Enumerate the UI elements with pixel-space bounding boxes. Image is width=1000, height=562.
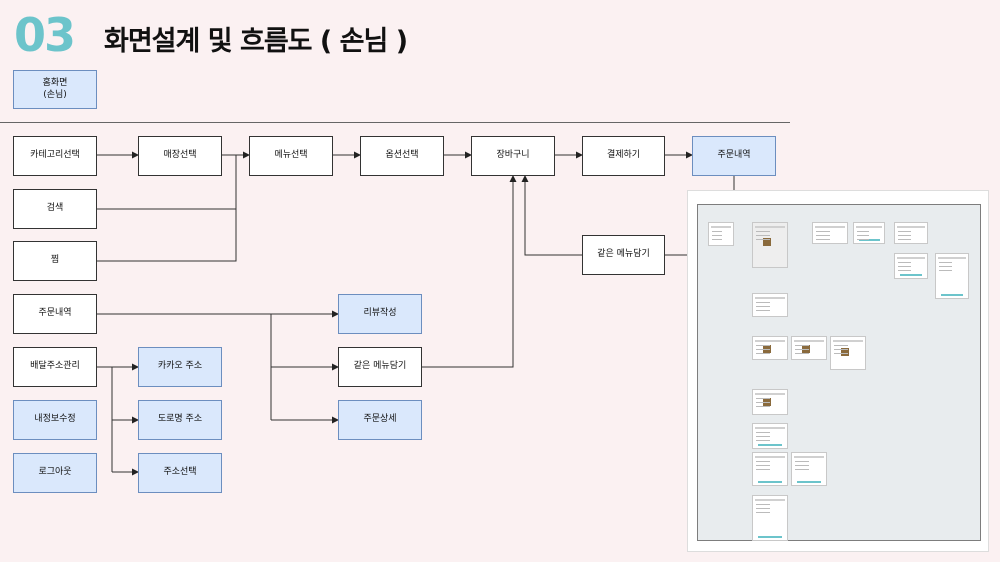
node-search: 검색 [13,189,97,229]
node-road-address: 도로명 주소 [138,400,222,440]
node-address-select: 주소선택 [138,453,222,493]
wireframe-thumb [853,222,885,244]
node-category: 카테고리선택 [13,136,97,176]
wireframe-thumb [894,222,928,244]
node-same-menu-top: 같은 메뉴담기 [582,235,665,275]
node-kakao-address: 카카오 주소 [138,347,222,387]
wireframe-thumb [752,423,788,449]
wireframe-thumb [935,253,969,299]
node-menu: 메뉴선택 [249,136,333,176]
wireframe-thumb [752,495,788,541]
node-option: 옵션선택 [360,136,444,176]
wireframe-overview-panel [687,190,989,552]
divider [0,122,790,123]
node-same-menu: 같은 메뉴담기 [338,347,422,387]
node-logout: 로그아웃 [13,453,97,493]
node-address-manage: 배달주소관리 [13,347,97,387]
node-store: 매장선택 [138,136,222,176]
wireframe-thumb [752,452,788,486]
node-order-history: 주문내역 [13,294,97,334]
wireframe-thumb [894,253,928,279]
page-title: 화면설계 및 흐름도 ( 손님 ) [104,26,408,57]
wireframe-canvas [697,204,981,541]
node-cart: 장바구니 [471,136,555,176]
node-payment: 결제하기 [582,136,665,176]
wireframe-thumb [791,336,827,360]
wireframe-thumb [752,336,788,360]
wireframe-thumb [830,336,866,370]
node-edit-info: 내정보수정 [13,400,97,440]
wireframe-thumb [791,452,827,486]
section-number: 03 [14,8,76,62]
home-node: 홈화면 (손님) [13,70,97,109]
node-order-history-top: 주문내역 [692,136,776,176]
wireframe-thumb [752,222,788,268]
wireframe-thumb [752,389,788,415]
wireframe-thumb [708,222,734,246]
node-order-detail: 주문상세 [338,400,422,440]
wireframe-thumb [752,293,788,317]
wireframe-thumb [812,222,848,244]
node-wishlist: 찜 [13,241,97,281]
node-write-review: 리뷰작성 [338,294,422,334]
